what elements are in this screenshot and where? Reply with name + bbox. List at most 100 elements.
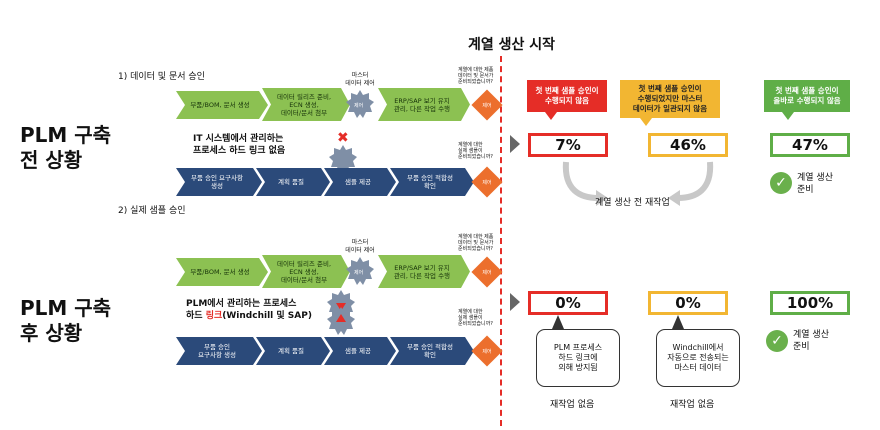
after-row2-box1: 부품 승인 요구사항 생성 — [176, 337, 262, 365]
after-q2-line3: 준비되었습니까? — [458, 321, 493, 327]
after-no-rework-right: 재작업 없음 — [670, 400, 715, 410]
after-q1-line1: 계열에 대한 제품 — [458, 234, 494, 240]
after-note-right-tail — [672, 315, 684, 329]
before-bubble-green: 첫 번째 샘플 승인이 올바로 수행되지 않음 — [764, 80, 850, 112]
before-row2-box3: 샘플 제공 — [324, 168, 396, 196]
before-question2: 계열에 대한 실제 샘플이 준비되었습니까? — [458, 142, 493, 160]
before-q2-line1: 계열에 대한 — [458, 142, 483, 148]
after-ready-label: 계열 생산 준비 — [793, 329, 829, 353]
after-row2-box3: 샘플 제공 — [324, 337, 396, 365]
before-bubble-red-line1: 첫 번째 샘플 승인이 — [535, 86, 599, 95]
before-row2-box4-line2: 확인 — [424, 182, 436, 190]
before-bubble-yellow-line3: 데이터가 일관되지 않음 — [632, 104, 708, 113]
before-q1-line3: 준비되었습니까? — [458, 79, 493, 85]
before-row1-box3-line1: ERP/SAP 보기 유지 — [394, 96, 450, 105]
before-q1-line1: 계열에 대한 제품 — [458, 67, 494, 73]
after-q1-line2: 데이터 및 문서가 — [458, 240, 494, 246]
after-row1-box1: 부품/BOM, 문서 생성 — [176, 258, 268, 286]
before-bubble-red-line2: 수행되지 않음 — [544, 96, 589, 105]
after-row2-box2-text: 계획 품질 — [278, 347, 304, 355]
after-row2-box1-line2: 요구사항 생성 — [198, 351, 236, 359]
after-row1-box3: ERP/SAP 보기 유지 관리, 다른 작업 수행 — [378, 255, 470, 288]
before-ready-line1: 계열 생산 — [797, 173, 833, 183]
after-row2-box2: 계획 품질 — [256, 337, 330, 365]
after-note-left-line3: 의해 방지됨 — [558, 363, 598, 372]
after-pct-green: 100% — [770, 291, 850, 315]
before-row1-box1: 부품/BOM, 문서 생성 — [176, 91, 268, 119]
after-row1-box2-line3: 데이터/문서 첨부 — [280, 275, 328, 284]
before-q2-line2: 실제 샘플이 — [458, 148, 483, 154]
before-row2-box1-line1: 부품 승인 요구사항 — [191, 174, 243, 182]
after-row2-box4-line1: 부품 승인 적합성 — [407, 343, 453, 351]
after-question1: 계열에 대한 제품 데이터 및 문서가 준비되었습니까? — [458, 234, 493, 252]
after-master-line2: 데이터 제어 — [345, 247, 375, 254]
after-row1-box2: 데이터 릴리즈 준비, ECN 생성, 데이터/문서 첨부 — [262, 255, 350, 288]
after-link-red: 링크 — [205, 311, 223, 321]
before-bubble-red: 첫 번째 샘플 승인이 수행되지 않음 — [527, 80, 607, 112]
after-q1-line3: 준비되었습니까? — [458, 246, 493, 252]
gear-icon — [329, 145, 357, 173]
before-row2-box1: 부품 승인 요구사항 생성 — [176, 168, 262, 196]
rework-arrows-icon — [562, 161, 714, 206]
before-row1-box3-line2: 관리, 다른 작업 수행 — [393, 104, 451, 113]
check-icon: ✓ — [770, 172, 792, 194]
before-q2-line3: 준비되었습니까? — [458, 154, 493, 160]
before-row2-box3-text: 샘플 제공 — [345, 178, 371, 186]
after-note-right-line2: 자동으로 전송되는 — [667, 353, 729, 362]
after-row1-box2-line2: ECN 생성, — [289, 267, 319, 276]
before-master-line2: 데이터 제어 — [345, 80, 375, 87]
before-row1-box2-line3: 데이터/문서 첨부 — [280, 108, 328, 117]
after-note-right: Windchill에서 자동으로 전송되는 마스터 데이터 — [656, 329, 740, 387]
before-row2-diamond-label: 제어 — [482, 180, 492, 186]
after-pct-red: 0% — [528, 291, 608, 315]
cross-icon: ✖ — [337, 130, 349, 146]
production-start-divider — [500, 56, 502, 426]
after-ready-line1: 계열 생산 — [793, 330, 829, 340]
before-master-data-label: 마스터 데이터 제어 — [342, 72, 378, 88]
after-row2-box4-line2: 확인 — [424, 351, 436, 359]
gear-icon — [346, 257, 374, 285]
after-gear-label: 제어 — [354, 270, 364, 276]
after-link-text: PLM에서 관리하는 프로세스 하드 링크(Windchill 및 SAP) — [186, 298, 312, 322]
after-master-line1: 마스터 — [351, 239, 369, 246]
after-note-left-tail — [552, 315, 564, 329]
before-section2-label: 2) 실제 샘플 승인 — [118, 206, 186, 216]
after-row1-box2-line1: 데이터 릴리즈 준비, — [276, 259, 332, 268]
before-ready-line2: 준비 — [797, 185, 814, 195]
before-row1-box2-line1: 데이터 릴리즈 준비, — [276, 92, 332, 101]
after-row2-diamond-label: 제어 — [482, 349, 492, 355]
after-ready-line2: 준비 — [793, 342, 810, 352]
before-row2-box4-line1: 부품 승인 적합성 — [407, 174, 453, 182]
gear-icon — [346, 90, 374, 118]
before-bubble-green-line1: 첫 번째 샘플 승인이 — [775, 86, 839, 95]
before-row2-box2-text: 계획 품질 — [278, 178, 304, 186]
after-note-left-line1: PLM 프로세스 — [553, 343, 603, 352]
before-row2-box1-line2: 생성 — [211, 182, 223, 190]
before-title-line1: PLM 구축 — [20, 123, 112, 147]
after-row1-box1-text: 부품/BOM, 문서 생성 — [190, 268, 250, 276]
before-row2-box4: 부품 승인 적합성 확인 — [390, 168, 474, 196]
after-note-left: PLM 프로세스 하드 링크에 의해 방지됨 — [536, 329, 620, 387]
after-row1-diamond-label: 제어 — [482, 270, 492, 276]
after-link-line2: 하드 링크(Windchill 및 SAP) — [186, 310, 312, 322]
before-row1-box2-line2: ECN 생성, — [289, 100, 319, 109]
after-q2-line1: 계열에 대한 — [458, 309, 483, 315]
after-no-rework-left: 재작업 없음 — [550, 400, 595, 410]
before-bubble-red-tail — [545, 112, 557, 120]
rework-label: 계열 생산 전 재작업 — [595, 198, 670, 208]
before-row1-box2: 데이터 릴리즈 준비, ECN 생성, 데이터/문서 첨부 — [262, 88, 350, 121]
before-link-text: IT 시스템에서 관리하는 프로세스 하드 링크 없음 — [193, 133, 285, 157]
check-icon: ✓ — [766, 330, 788, 352]
after-q2-line2: 실제 샘플이 — [458, 315, 483, 321]
after-title-line2: 후 상황 — [20, 321, 83, 345]
before-bubble-yellow-tail — [640, 118, 652, 126]
after-note-left-line2: 하드 링크에 — [558, 353, 598, 362]
before-bubble-yellow-line2: 수행되었지만 마스터 — [637, 94, 703, 103]
after-title-line1: PLM 구축 — [20, 296, 112, 320]
before-row1-diamond-label: 제어 — [482, 103, 492, 109]
before-ready-label: 계열 생산 준비 — [797, 172, 833, 196]
after-pct-yellow: 0% — [648, 291, 728, 315]
before-bubble-yellow: 첫 번째 샘플 승인이 수행되었지만 마스터 데이터가 일관되지 않음 — [620, 80, 720, 118]
after-result-arrow-icon — [510, 293, 520, 311]
after-master-data-label: 마스터 데이터 제어 — [342, 239, 378, 255]
